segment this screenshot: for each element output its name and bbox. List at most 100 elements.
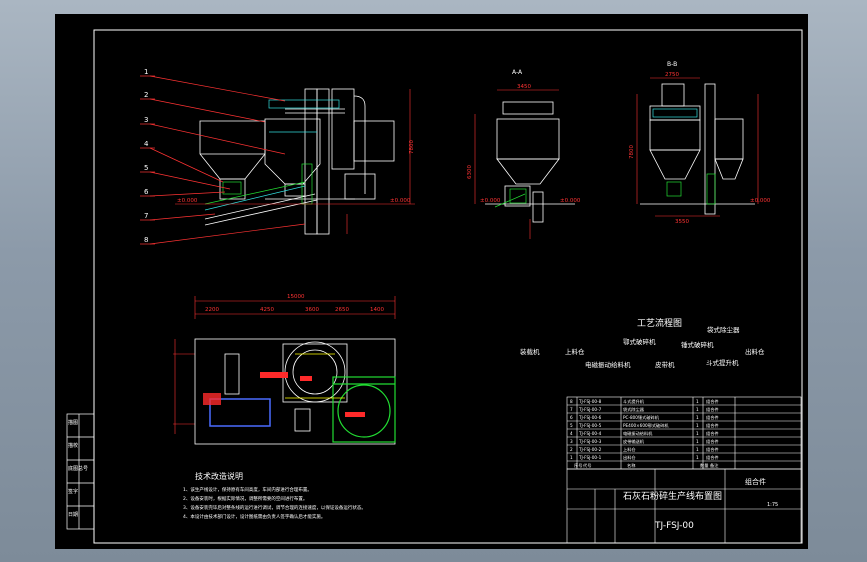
- elev-height-dim: 7800: [409, 140, 415, 154]
- plan-seg-0: 2200: [205, 307, 219, 313]
- bom-cell: 组合件: [706, 422, 719, 429]
- plan-dim-lines: [173, 296, 396, 434]
- callout-3: 3: [144, 116, 148, 124]
- section-b-view: [640, 83, 755, 215]
- bom-cell: 8: [570, 399, 573, 404]
- section-b-level: ±0.000: [750, 198, 771, 204]
- elev-level-left: ±0.000: [177, 198, 198, 204]
- section-a-dims: [474, 89, 559, 239]
- bom-cell: 组合件: [706, 438, 719, 445]
- flow-node-vibrating-feeder: 电磁振动给料机: [585, 360, 631, 369]
- bom-cell: 电磁振动给料机: [623, 430, 653, 437]
- plan-yellow-marks: [285, 353, 345, 399]
- plan-seg-1: 4250: [260, 307, 274, 313]
- bom-cell: 出料仓: [623, 454, 636, 461]
- flow-node-bucket-elevator: 斗式提升机: [706, 358, 739, 367]
- bom-cell: TJ-FSJ-00-8: [578, 399, 602, 404]
- bom-cell: 3: [570, 439, 573, 444]
- bom-cell: 组合件: [706, 406, 719, 413]
- plan-total-length: 15000: [287, 294, 305, 300]
- left-revision-strip: [66, 413, 95, 530]
- section-b-height: 7800: [629, 145, 635, 159]
- bom-cell: PC-800锤式破碎机: [623, 414, 660, 421]
- bom-cell: 1: [570, 455, 573, 460]
- bom-cell: TJ-FSJ-00-1: [578, 455, 602, 460]
- section-a-level-right: ±0.000: [560, 198, 581, 204]
- strip-label-4: 日期: [68, 512, 78, 518]
- bom-cell: 组合件: [706, 430, 719, 437]
- bom-cell: 2: [570, 447, 573, 452]
- section-b-label: B-B: [667, 61, 677, 68]
- bom-table: [566, 396, 802, 470]
- strip-label-1: 描校: [68, 442, 78, 449]
- flow-node-feed-bin: 上料仓: [565, 347, 585, 356]
- section-b-green: [666, 173, 716, 205]
- drawing-border: [93, 29, 803, 544]
- assembly-label: 组合件: [745, 477, 766, 486]
- callout-6: 6: [144, 188, 149, 196]
- callout-8: 8: [144, 236, 148, 244]
- note-0: 1、该生产线设计，保持原有车间高度，车间内部进行合理布置。: [183, 486, 312, 493]
- elev-level-right: ±0.000: [390, 198, 411, 204]
- bom-cell: 6: [570, 415, 573, 420]
- section-b-cyan: [652, 108, 698, 118]
- strip-label-2: 底图总号: [68, 465, 88, 472]
- callout-5: 5: [144, 164, 148, 172]
- bom-cell: 组合件: [706, 398, 719, 405]
- callout-7: 7: [144, 212, 148, 220]
- bom-cell: 斗式提升机: [623, 398, 645, 405]
- bom-header-cell: 数量: [700, 462, 708, 469]
- bom-cell: 1: [696, 439, 699, 444]
- bom-cell: 皮带输送机: [623, 438, 645, 445]
- bom-cell: 7: [570, 407, 573, 412]
- section-a-view: [485, 101, 575, 223]
- elevation-cyan-lines: [204, 99, 340, 211]
- strip-label-3: 签字: [68, 488, 78, 495]
- section-a-level-left: ±0.000: [480, 198, 501, 204]
- flow-node-jaw-crusher: 鄂式破碎机: [623, 337, 656, 346]
- section-b-width: 2750: [665, 72, 679, 78]
- drawing-sheet: 描图 描校 底图总号 签字 日期: [55, 14, 808, 549]
- plan-red-marks: [203, 372, 365, 417]
- bom-cell: 1: [696, 415, 699, 420]
- bom-cell: 组合件: [706, 414, 719, 421]
- strip-label-0: 描图: [68, 419, 78, 426]
- drawing-number: TJ-FSJ-00: [654, 521, 694, 531]
- callout-2: 2: [144, 91, 148, 99]
- callout-leaders: [140, 75, 306, 245]
- bom-cell: TJ-FSJ-00-4: [578, 431, 602, 436]
- flow-node-outlet-bin: 出料仓: [745, 347, 765, 356]
- callout-1: 1: [144, 68, 148, 76]
- bom-cell: 1: [696, 431, 699, 436]
- bom-cell: 1: [696, 455, 699, 460]
- bom-cell: 1: [696, 399, 699, 404]
- plan-view: [194, 338, 396, 445]
- elevation-dim-lines: [175, 89, 415, 234]
- drawing-canvas: 描图 描校 底图总号 签字 日期: [66, 29, 803, 544]
- section-a-height: 6300: [467, 165, 473, 179]
- plan-seg-3: 2650: [335, 307, 349, 313]
- note-2: 3、设备安装完毕后对整条线的运行进行调试，调节合理的连接速度，以保证设备运行状态…: [183, 504, 366, 511]
- bom-cell: 袋式除尘器: [623, 406, 645, 413]
- plan-feeder: [209, 398, 271, 427]
- section-a-label: A-A: [512, 69, 523, 76]
- callout-4: 4: [144, 140, 149, 148]
- elevation-view: [199, 88, 395, 235]
- bom-cell: 上料仓: [623, 446, 636, 453]
- bom-cell: TJ-FSJ-00-2: [578, 447, 602, 452]
- note-3: 4、本设计由技术部门设计，设计图纸需由负责人签字确认后才能实施。: [183, 513, 325, 520]
- plan-hammer-crusher: [332, 376, 396, 443]
- flow-node-dust-collector: 袋式除尘器: [707, 325, 740, 334]
- bom-cell: 组合件: [706, 446, 719, 453]
- bom-cell: 1: [696, 423, 699, 428]
- section-a-green: [494, 188, 527, 208]
- bom-cell: PE400×600鄂式破碎机: [623, 422, 669, 429]
- flow-node-belt-conveyor: 皮带机: [655, 360, 675, 369]
- bom-cell: 1: [696, 447, 699, 452]
- bom-cell: TJ-FSJ-00-3: [578, 439, 602, 444]
- main-title: 石灰石粉碎生产线布置图: [623, 490, 722, 502]
- plan-seg-2: 3600: [305, 307, 319, 313]
- bom-cell: TJ-FSJ-00-5: [578, 423, 602, 428]
- flow-node-hammer-crusher: 锤式破碎机: [681, 340, 714, 349]
